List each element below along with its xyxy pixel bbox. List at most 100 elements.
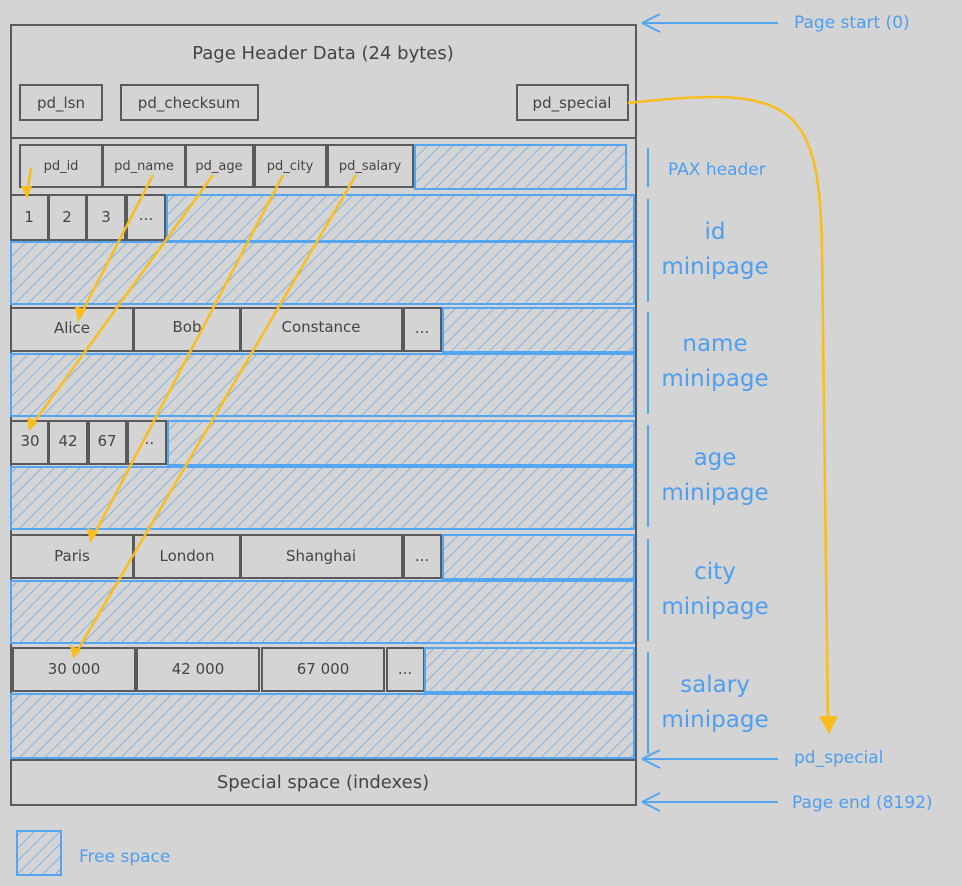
id-free-space xyxy=(166,194,635,242)
field-pd-checksum-label: pd_checksum xyxy=(138,94,240,113)
pax-field-label: pd_salary xyxy=(339,159,402,174)
id-cell-value: 3 xyxy=(101,208,111,226)
field-pd-lsn-label: pd_lsn xyxy=(37,94,85,113)
city-cell xyxy=(403,534,442,579)
field-pd-special-label: pd_special xyxy=(533,94,612,113)
legend: Free space xyxy=(16,830,170,876)
id-free-space xyxy=(10,241,635,305)
arrow-head-icon xyxy=(21,186,32,199)
salary-cell-value: ... xyxy=(398,660,412,678)
name-free-space xyxy=(10,353,635,417)
id-cell-value: 1 xyxy=(24,208,34,226)
minipage-label-line: id xyxy=(705,219,726,245)
page-header: Page Header Data (24 bytes) pd_lsn pd_ch… xyxy=(11,43,636,139)
field-pd-special xyxy=(516,84,629,121)
city-cell xyxy=(10,534,134,579)
salary-free-space xyxy=(424,647,635,693)
city-minipage: Paris London Shanghai ... xyxy=(10,534,635,644)
page-header-title: Page Header Data (24 bytes) xyxy=(192,43,454,64)
city-cell-value: London xyxy=(160,547,215,565)
city-cell xyxy=(133,534,241,579)
pd-special-label: pd_special xyxy=(794,748,883,768)
pax-field-pd-name xyxy=(102,144,186,188)
age-free-space xyxy=(10,466,635,530)
pax-field-pd-age xyxy=(185,144,254,188)
minipage-label-line: name xyxy=(682,331,747,357)
pointer-arrow-city xyxy=(91,174,285,538)
legend-free-space-swatch xyxy=(16,830,62,876)
city-cell xyxy=(240,534,403,579)
name-cell xyxy=(403,307,442,352)
city-cell-value: Paris xyxy=(54,547,90,565)
salary-cell-value: 30 000 xyxy=(48,660,101,678)
name-cell xyxy=(240,307,403,352)
special-space: Special space (indexes) xyxy=(11,759,636,793)
pax-field-pd-id xyxy=(19,144,103,188)
salary-minipage: 30 000 42 000 67 000 ... xyxy=(10,647,635,759)
page-start-label: Page start (0) xyxy=(794,13,910,33)
legend-free-space-label: Free space xyxy=(79,847,170,867)
age-cell-value: 42 xyxy=(58,432,77,450)
pointer-arrows xyxy=(21,95,838,734)
salary-free-space xyxy=(10,693,635,759)
city-cell-value: Shanghai xyxy=(286,547,356,565)
id-minipage: 1 2 3 ... xyxy=(10,194,635,305)
pax-header: pd_id pd_name pd_age pd_city pd_salary xyxy=(19,144,627,190)
arrow-head-icon xyxy=(75,306,86,322)
name-cell xyxy=(133,307,241,352)
id-cell xyxy=(48,194,87,241)
name-cell-value: ... xyxy=(415,319,429,337)
annotations: Page start (0) PAX header id minipage na… xyxy=(641,13,933,813)
age-free-space xyxy=(167,420,635,466)
age-cell xyxy=(48,420,88,465)
pax-field-pd-salary xyxy=(327,144,414,188)
pax-free-space xyxy=(414,144,627,190)
pax-field-label: pd_city xyxy=(267,159,314,174)
name-cell-value: Alice xyxy=(54,319,90,337)
id-cell xyxy=(86,194,126,241)
minipage-label-line: minipage xyxy=(661,366,768,392)
age-cell xyxy=(88,420,127,465)
salary-cell-value: 67 000 xyxy=(297,660,350,678)
pax-field-label: pd_name xyxy=(114,159,174,174)
arrow-head-icon xyxy=(70,645,81,659)
age-minipage: 30 42 67 ... xyxy=(10,420,635,530)
city-free-space xyxy=(10,580,635,644)
name-minipage: Alice Bob Constance ... xyxy=(10,307,635,417)
age-cell-value: 67 xyxy=(97,432,116,450)
field-pd-checksum xyxy=(120,84,259,121)
id-cell-value: ... xyxy=(139,206,153,224)
name-free-space xyxy=(442,307,635,353)
id-cell xyxy=(126,194,166,241)
minipage-label-line: salary xyxy=(680,672,750,698)
minipage-label-line: minipage xyxy=(661,254,768,280)
age-cell-value: 30 xyxy=(20,432,39,450)
pointer-arrow-age xyxy=(30,174,215,426)
arrow-head-icon xyxy=(27,416,37,431)
salary-cell-value: 42 000 xyxy=(172,660,225,678)
arrow-left-icon xyxy=(641,792,778,812)
pax-field-label: pd_age xyxy=(195,159,242,174)
minipage-label-line: minipage xyxy=(661,707,768,733)
minipage-label-line: age xyxy=(694,445,737,471)
arrow-left-icon xyxy=(641,749,778,769)
minipage-label-line: minipage xyxy=(661,480,768,506)
salary-cell xyxy=(261,647,385,692)
city-cell-value: ... xyxy=(415,547,429,565)
minipage-label-line: minipage xyxy=(661,594,768,620)
name-cell-value: Bob xyxy=(173,318,202,336)
field-pd-lsn xyxy=(19,84,103,121)
arrow-left-icon xyxy=(641,13,778,33)
minipage-label-line: city xyxy=(694,559,736,585)
id-cell xyxy=(10,194,49,241)
id-cell-value: 2 xyxy=(62,208,72,226)
name-cell-value: Constance xyxy=(281,318,360,336)
special-space-label: Special space (indexes) xyxy=(217,772,429,793)
city-free-space xyxy=(442,534,635,580)
pax-header-label: PAX header xyxy=(668,160,766,180)
pax-field-pd-city xyxy=(254,144,327,188)
arrow-head-icon xyxy=(87,528,98,543)
pointer-arrow-salary xyxy=(74,174,358,654)
pax-field-label: pd_id xyxy=(44,159,79,174)
